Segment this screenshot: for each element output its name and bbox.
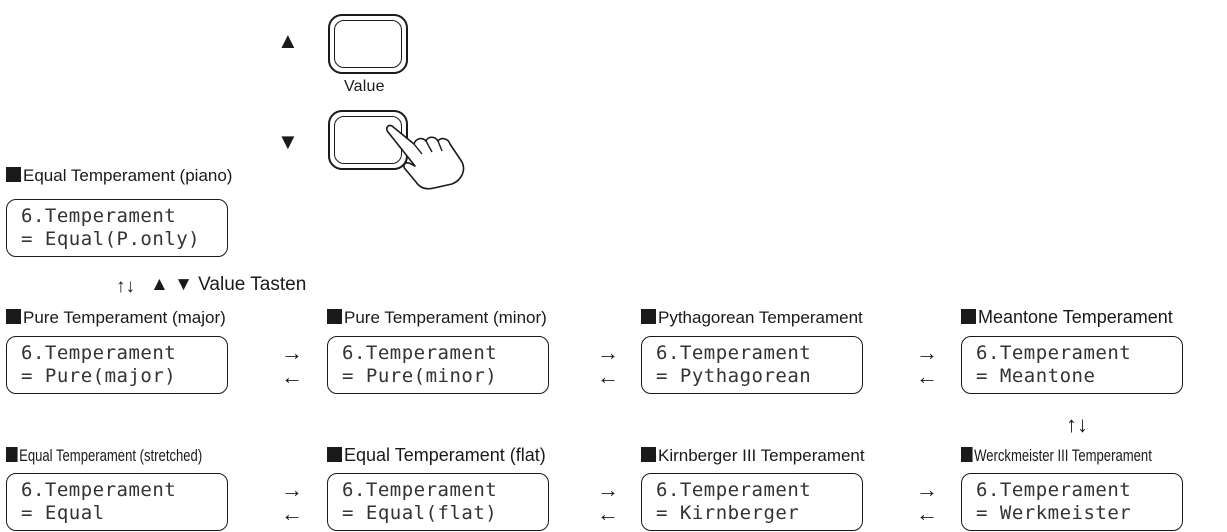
panel-label-kirnberger: Kirnberger III Temperament xyxy=(641,446,865,466)
lcd-header: 6.Temperament xyxy=(976,479,1132,501)
arrows-pair: → ← xyxy=(915,478,939,526)
lcd-value: = Equal(P.only) xyxy=(21,228,201,250)
panel-label-pure-minor: Pure Temperament (minor) xyxy=(327,308,547,328)
lcd-equal-piano: 6.Temperament = Equal(P.only) xyxy=(6,199,228,257)
bullet-square-icon xyxy=(641,447,656,462)
panel-label-equal-stretched: Equal Temperament (stretched) xyxy=(6,446,202,466)
bullet-square-icon xyxy=(641,309,656,324)
lcd-header: 6.Temperament xyxy=(21,205,177,227)
lcd-value: = Kirnberger xyxy=(656,502,800,524)
bullet-square-icon xyxy=(6,167,21,182)
arrows-pair: → ← xyxy=(280,478,304,526)
lcd-header: 6.Temperament xyxy=(656,479,812,501)
lcd-header: 6.Temperament xyxy=(976,342,1132,364)
caption-text: ▲ ▼ Value Tasten xyxy=(150,274,307,295)
bullet-square-icon xyxy=(6,309,21,324)
arrow-right-icon: → xyxy=(916,477,938,502)
lcd-pure-major: 6.Temperament = Pure(major) xyxy=(6,336,228,394)
lcd-equal-flat: 6.Temperament = Equal(flat) xyxy=(327,473,549,531)
vertical-arrows-icon: ↑↓ xyxy=(1066,412,1088,437)
bullet-square-icon xyxy=(6,447,18,462)
lcd-header: 6.Temperament xyxy=(342,342,498,364)
bullet-square-icon xyxy=(327,309,342,324)
caption-arrows: ↑↓ xyxy=(116,276,135,297)
up-triangle-icon: ▲ xyxy=(277,28,299,53)
lcd-meantone: 6.Temperament = Meantone xyxy=(961,336,1183,394)
bullet-square-icon xyxy=(961,309,976,324)
arrow-left-icon: ← xyxy=(281,364,303,389)
lcd-pythagorean: 6.Temperament = Pythagorean xyxy=(641,336,863,394)
pointing-hand-icon xyxy=(385,124,465,190)
panel-label-pythagorean: Pythagorean Temperament xyxy=(641,308,863,328)
lcd-pure-minor: 6.Temperament = Pure(minor) xyxy=(327,336,549,394)
lcd-werckmeister: 6.Temperament = Werkmeister xyxy=(961,473,1183,531)
arrows-pair: → ← xyxy=(915,341,939,389)
lcd-header: 6.Temperament xyxy=(656,342,812,364)
lcd-value: = Pure(major) xyxy=(21,365,177,387)
lcd-value: = Equal(flat) xyxy=(342,502,498,524)
panel-label-equal-piano: Equal Temperament (piano) xyxy=(6,166,232,186)
lcd-value: = Pure(minor) xyxy=(342,365,498,387)
panel-label-pure-major: Pure Temperament (major) xyxy=(6,308,226,328)
lcd-value: = Werkmeister xyxy=(976,502,1132,524)
panel-label-equal-flat: Equal Temperament (flat) xyxy=(327,445,546,465)
arrows-pair: → ← xyxy=(596,341,620,389)
bullet-square-icon xyxy=(961,447,973,462)
arrow-left-icon: ← xyxy=(281,501,303,526)
value-button-label: Value xyxy=(344,78,385,95)
arrow-left-icon: ← xyxy=(916,501,938,526)
arrow-right-icon: → xyxy=(916,340,938,365)
value-up-button[interactable] xyxy=(328,14,408,74)
lcd-header: 6.Temperament xyxy=(21,479,177,501)
arrows-pair: → ← xyxy=(596,478,620,526)
lcd-value: = Meantone xyxy=(976,365,1096,387)
arrow-right-icon: → xyxy=(281,340,303,365)
arrow-left-icon: ← xyxy=(597,364,619,389)
arrow-right-icon: → xyxy=(597,477,619,502)
arrow-left-icon: ← xyxy=(916,364,938,389)
lcd-header: 6.Temperament xyxy=(21,342,177,364)
lcd-value: = Equal xyxy=(21,502,105,524)
bullet-square-icon xyxy=(327,447,342,462)
arrow-right-icon: → xyxy=(597,340,619,365)
lcd-header: 6.Temperament xyxy=(342,479,498,501)
down-triangle-icon: ▼ xyxy=(277,129,299,154)
arrow-left-icon: ← xyxy=(597,501,619,526)
arrow-right-icon: → xyxy=(281,477,303,502)
lcd-kirnberger: 6.Temperament = Kirnberger xyxy=(641,473,863,531)
panel-label-meantone: Meantone Temperament xyxy=(961,307,1173,327)
lcd-equal-stretched: 6.Temperament = Equal xyxy=(6,473,228,531)
arrows-pair: → ← xyxy=(280,341,304,389)
panel-label-werckmeister: Werckmeister III Temperament xyxy=(961,446,1152,466)
lcd-value: = Pythagorean xyxy=(656,365,812,387)
